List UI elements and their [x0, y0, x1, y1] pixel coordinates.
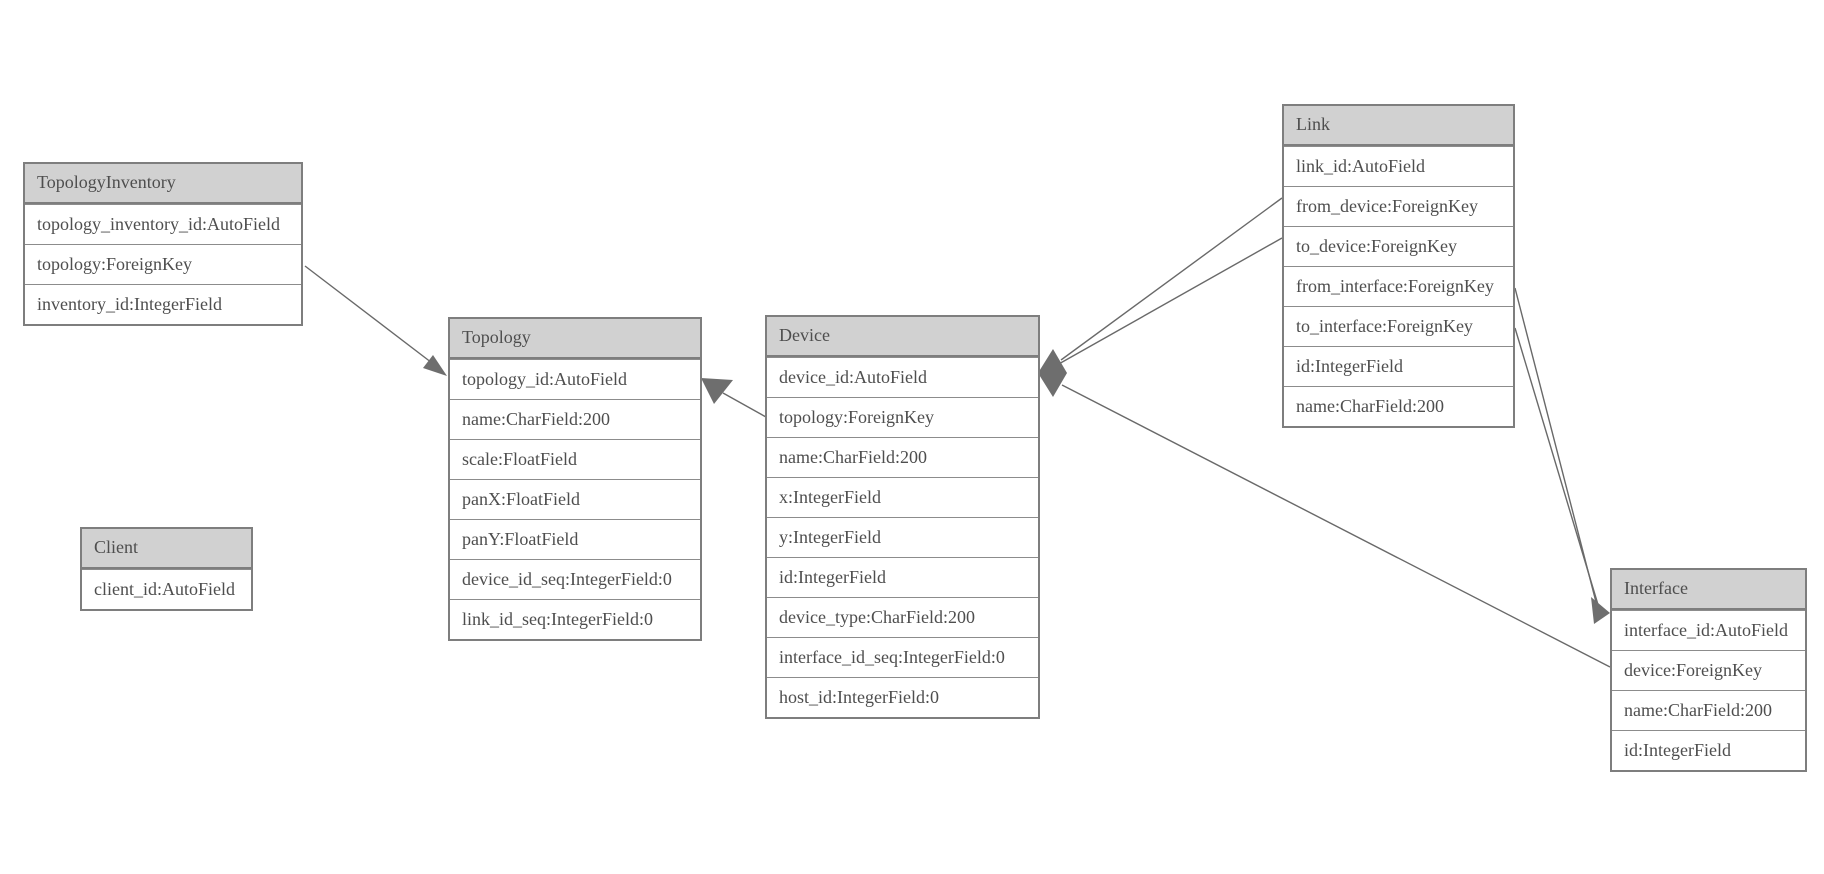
- entity-field-row: client_id:AutoField: [82, 569, 251, 609]
- entity-table-title: Client: [82, 529, 251, 569]
- relationship-line: [722, 392, 767, 418]
- entity-table-title: Interface: [1612, 570, 1805, 610]
- entity-field-row: interface_id_seq:IntegerField:0: [767, 637, 1038, 677]
- entity-field-row: scale:FloatField: [450, 439, 700, 479]
- entity-field-row: interface_id:AutoField: [1612, 610, 1805, 650]
- entity-field-row: inventory_id:IntegerField: [25, 284, 301, 324]
- entity-field-row: link_id:AutoField: [1284, 146, 1513, 186]
- entity-field-row: device_id:AutoField: [767, 357, 1038, 397]
- entity-field-row: id:IntegerField: [1612, 730, 1805, 770]
- entity-field-row: name:CharField:200: [1284, 386, 1513, 426]
- entity-table-title: Link: [1284, 106, 1513, 146]
- relationship-arrowhead-icon: [423, 355, 447, 376]
- entity-field-row: panY:FloatField: [450, 519, 700, 559]
- entity-table-title: Device: [767, 317, 1038, 357]
- entity-field-row: topology:ForeignKey: [25, 244, 301, 284]
- entity-field-row: device:ForeignKey: [1612, 650, 1805, 690]
- relationship-line: [1061, 384, 1611, 668]
- entity-table-title: TopologyInventory: [25, 164, 301, 204]
- relationship-line: [1056, 237, 1283, 366]
- relationship-arrowhead-icon: [701, 378, 733, 404]
- entity-table-title: Topology: [450, 319, 700, 359]
- entity-field-row: topology_inventory_id:AutoField: [25, 204, 301, 244]
- relationship-line: [1060, 197, 1283, 361]
- entity-field-row: panX:FloatField: [450, 479, 700, 519]
- entity-field-row: to_device:ForeignKey: [1284, 226, 1513, 266]
- entity-field-row: from_interface:ForeignKey: [1284, 266, 1513, 306]
- entity-field-row: to_interface:ForeignKey: [1284, 306, 1513, 346]
- relationship-line: [304, 265, 437, 367]
- entity-field-row: topology_id:AutoField: [450, 359, 700, 399]
- entity-field-row: from_device:ForeignKey: [1284, 186, 1513, 226]
- entity-field-row: topology:ForeignKey: [767, 397, 1038, 437]
- entity-field-row: host_id:IntegerField:0: [767, 677, 1038, 717]
- entity-field-row: device_type:CharField:200: [767, 597, 1038, 637]
- entity-field-row: name:CharField:200: [1612, 690, 1805, 730]
- entity-field-row: id:IntegerField: [1284, 346, 1513, 386]
- entity-field-row: name:CharField:200: [450, 399, 700, 439]
- relationship-arrowhead-icon: [1038, 349, 1067, 397]
- relationship-line: [1514, 287, 1597, 603]
- relationship-line: [1514, 327, 1600, 609]
- entity-field-row: y:IntegerField: [767, 517, 1038, 557]
- entity-field-row: name:CharField:200: [767, 437, 1038, 477]
- entity-field-row: device_id_seq:IntegerField:0: [450, 559, 700, 599]
- entity-field-row: id:IntegerField: [767, 557, 1038, 597]
- relationship-arrowhead-icon: [1591, 597, 1610, 624]
- entity-field-row: x:IntegerField: [767, 477, 1038, 517]
- entity-field-row: link_id_seq:IntegerField:0: [450, 599, 700, 639]
